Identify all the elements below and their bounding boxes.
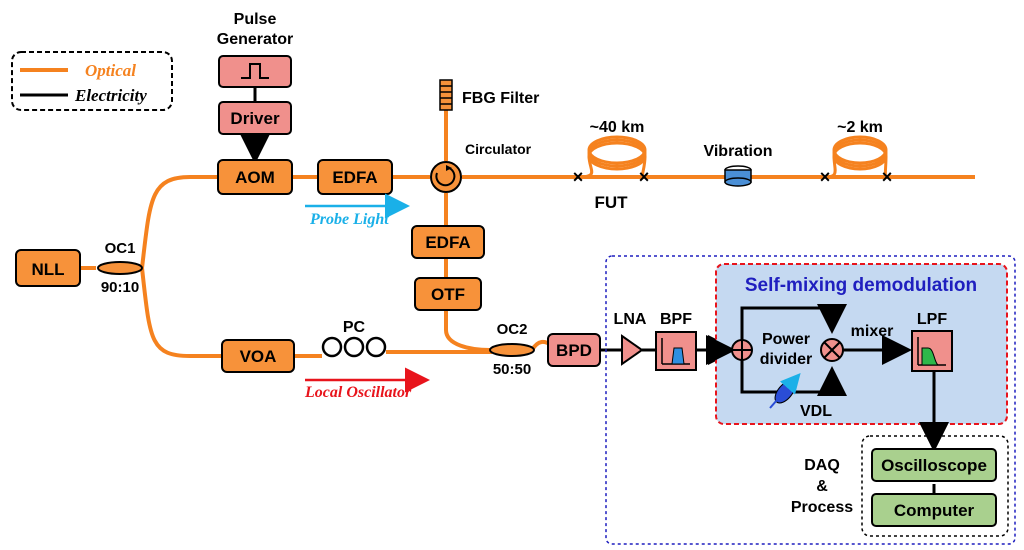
self-mixing-title: Self-mixing demodulation bbox=[745, 275, 977, 296]
legend: Optical Electricity bbox=[11, 51, 173, 111]
oc1-coupler bbox=[97, 261, 143, 275]
lpf-label: LPF bbox=[917, 311, 947, 328]
probe-light-label: Probe Light bbox=[309, 211, 389, 228]
edfa2-label: EDFA bbox=[425, 233, 470, 252]
circulator-label: Circulator bbox=[465, 141, 532, 157]
legend-electricity-label: Electricity bbox=[74, 86, 147, 105]
bandpass-response-icon bbox=[661, 338, 690, 365]
bpd-box bbox=[547, 333, 601, 367]
lowpass-response-icon bbox=[917, 337, 946, 366]
splice-mark-1: × bbox=[573, 167, 584, 187]
circulator-arrow-icon bbox=[435, 167, 456, 187]
vdl-label: VDL bbox=[800, 403, 832, 420]
nll-label: NLL bbox=[31, 260, 64, 279]
vibration-source-icon bbox=[724, 165, 752, 187]
pulse-generator-label-1: Pulse bbox=[234, 11, 277, 28]
fiber2-label: ~2 km bbox=[837, 119, 883, 136]
electrical-processing-frame bbox=[605, 255, 1016, 545]
otf-label: OTF bbox=[431, 285, 465, 304]
computer-box bbox=[871, 493, 997, 527]
oscilloscope-label: Oscilloscope bbox=[881, 456, 987, 475]
local-oscillator-label: Local Oscillator bbox=[304, 384, 412, 401]
bpd-label: BPD bbox=[556, 341, 592, 360]
otf-to-oc2-fiber bbox=[444, 310, 491, 352]
oc1-label: OC1 bbox=[105, 240, 136, 257]
pulse-icon bbox=[241, 63, 269, 79]
legend-optical-label: Optical bbox=[85, 61, 136, 80]
splice-mark-4: × bbox=[882, 167, 893, 187]
oc1-upper-fiber bbox=[140, 175, 218, 269]
oscilloscope-box bbox=[871, 448, 997, 482]
aom-box bbox=[217, 159, 293, 195]
lna-amplifier-icon bbox=[621, 334, 644, 366]
oc1-ratio: 90:10 bbox=[101, 279, 139, 296]
upper-mixing-path bbox=[740, 304, 847, 340]
nll-box bbox=[15, 249, 81, 287]
fiber-coil-2km-icon bbox=[824, 135, 888, 179]
mixer-label: mixer bbox=[851, 323, 894, 340]
edfa1-box bbox=[317, 159, 393, 195]
circulator-arrowhead-icon bbox=[446, 165, 452, 171]
driver-label: Driver bbox=[230, 109, 280, 128]
circulator-icon bbox=[430, 161, 462, 193]
fbg-label: FBG Filter bbox=[462, 90, 539, 107]
daq-label-3: Process bbox=[791, 499, 853, 516]
computer-label: Computer bbox=[894, 501, 975, 520]
polarization-controller-icon bbox=[321, 336, 387, 358]
oc2-coupler bbox=[489, 343, 535, 357]
bpf-label: BPF bbox=[660, 311, 692, 328]
optical-paths bbox=[80, 110, 975, 358]
oc2-label: OC2 bbox=[497, 321, 528, 338]
splice-mark-3: × bbox=[820, 167, 831, 187]
power-divider-label-1: Power bbox=[762, 331, 810, 348]
daq-label-1: DAQ bbox=[804, 457, 840, 474]
oc2-ratio: 50:50 bbox=[493, 361, 531, 378]
pulse-generator-label-2: Generator bbox=[217, 31, 293, 48]
mixer-cross-b bbox=[823, 341, 841, 359]
aom-label: AOM bbox=[235, 168, 275, 187]
edfa2-box bbox=[411, 225, 485, 259]
voa-box bbox=[221, 339, 295, 373]
vdl-adjust-arrow bbox=[769, 372, 801, 409]
splice-mark-2: × bbox=[639, 167, 650, 187]
fiber1-label: ~40 km bbox=[590, 119, 645, 136]
fut-label: FUT bbox=[594, 193, 628, 212]
voa-label: VOA bbox=[240, 347, 277, 366]
edfa1-label: EDFA bbox=[332, 168, 377, 187]
vibration-label: Vibration bbox=[703, 143, 772, 160]
pc-label: PC bbox=[343, 319, 366, 336]
oc1-lower-fiber bbox=[140, 267, 222, 358]
fiber-coil-40km-icon bbox=[577, 135, 647, 179]
pulse-generator-box bbox=[218, 55, 292, 88]
lna-label: LNA bbox=[614, 311, 647, 328]
otf-box bbox=[414, 277, 482, 311]
power-divider-label-2: divider bbox=[760, 351, 812, 368]
daq-label-2: & bbox=[816, 478, 828, 495]
driver-box bbox=[218, 101, 292, 135]
fbg-filter-icon bbox=[439, 79, 453, 111]
legend-frame bbox=[11, 51, 173, 111]
